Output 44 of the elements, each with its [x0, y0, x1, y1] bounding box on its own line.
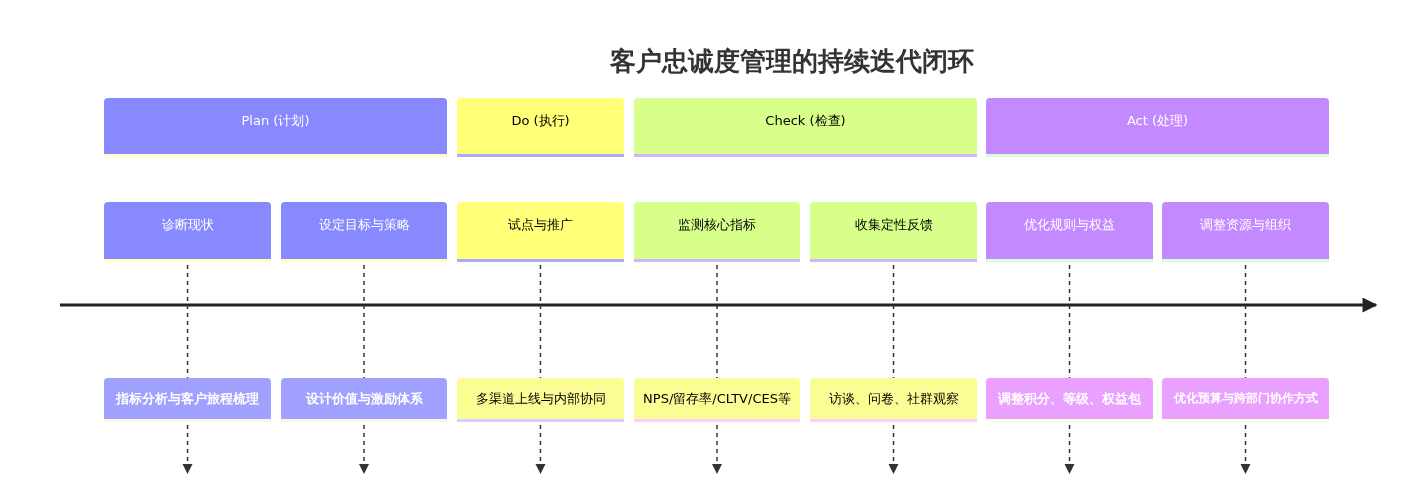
step-box: [986, 202, 1153, 262]
detail-box: [634, 378, 800, 422]
detail-box: [104, 378, 271, 422]
node-text: NPS/留存率/CLTV/CES等: [643, 389, 791, 408]
phase-header: [986, 98, 1329, 157]
node-text: 多渠道上线与内部协同: [475, 389, 606, 408]
node-text: 优化预算与跨部门协作方式: [1173, 390, 1318, 407]
arrow: [1064, 424, 1075, 475]
arrow: [358, 424, 370, 475]
node-text: 收集定性反馈: [854, 216, 933, 234]
step-box: [281, 202, 447, 262]
node-text: 优化规则与权益: [1024, 216, 1115, 234]
node-text: Plan (计划): [241, 112, 310, 130]
node-text: Check (检查): [765, 112, 846, 130]
step-box: [810, 202, 977, 262]
arrow: [1240, 424, 1251, 475]
node-text: 访谈、问卷、社群观察: [828, 389, 959, 408]
arrow: [888, 424, 899, 475]
phase-header: [104, 98, 447, 157]
arrow: [182, 424, 193, 475]
detail-box: [1162, 378, 1329, 422]
step-box: [1162, 202, 1329, 262]
detail-box: [986, 378, 1153, 422]
detail-box: [457, 378, 624, 422]
arrow: [711, 424, 723, 475]
node-text: 诊断现状: [161, 216, 214, 234]
step-box: [104, 202, 271, 262]
node-text: 监测核心指标: [678, 216, 756, 234]
step-box: [457, 202, 624, 262]
node-text: 指标分析与客户旅程梳理: [116, 389, 259, 408]
phase-header: [634, 98, 977, 157]
node-text: 调整资源与组织: [1200, 216, 1291, 234]
diagram-title: 客户忠诚度管理的持续迭代闭环: [609, 45, 975, 78]
step-box: [634, 202, 800, 262]
node-text: 试点与推广: [508, 216, 573, 234]
node-text: Do (执行): [511, 112, 570, 130]
phase-header: [457, 98, 624, 157]
arrow: [535, 424, 546, 475]
node-text: 设计价值与激励体系: [305, 389, 423, 408]
detail-box: [281, 378, 447, 422]
node-text: 调整积分、等级、权益包: [998, 389, 1141, 408]
node-text: 设定目标与策略: [318, 216, 410, 234]
node-text: Act (处理): [1126, 112, 1189, 130]
detail-box: [810, 378, 977, 422]
